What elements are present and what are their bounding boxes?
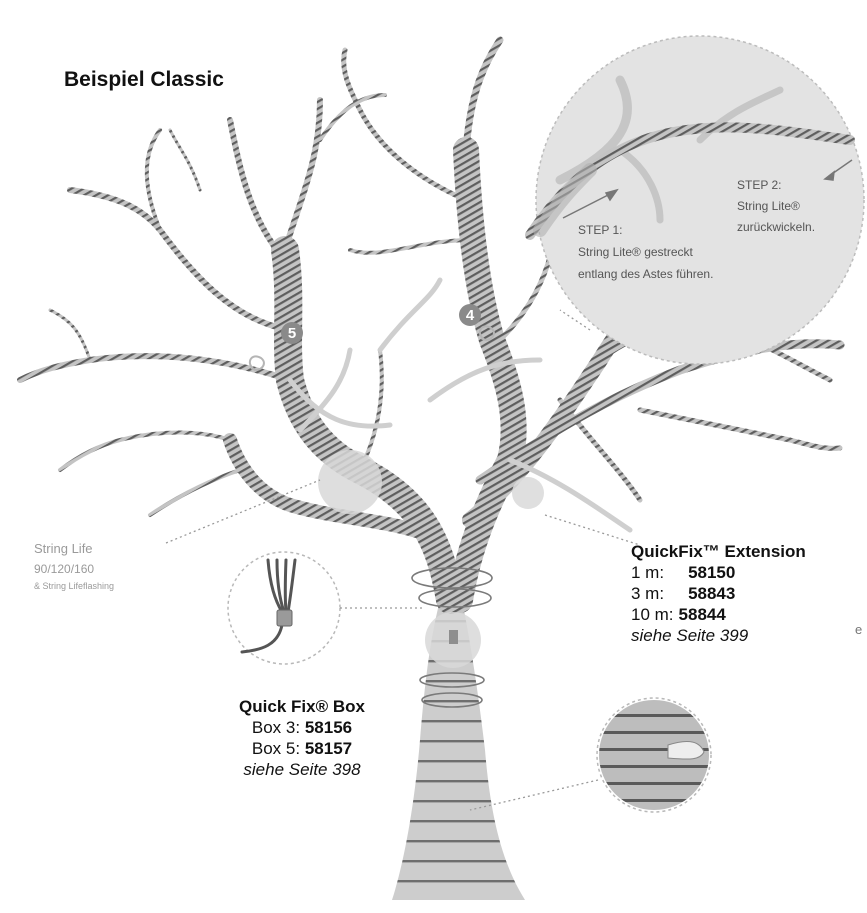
quickfix-extension-label: QuickFix™ Extension 1 m:58150 3 m:58843 … bbox=[631, 542, 806, 646]
main-limbs bbox=[223, 137, 845, 614]
branches bbox=[17, 36, 843, 517]
twigs bbox=[287, 277, 633, 533]
highlight-circle-left bbox=[318, 450, 382, 514]
badge-4: 4 bbox=[459, 304, 481, 326]
extension-code: 58844 bbox=[678, 605, 726, 624]
step2-line1: String Lite® bbox=[737, 199, 800, 213]
box-page-ref: siehe Seite 398 bbox=[243, 760, 361, 779]
quickfix-box-on-trunk bbox=[449, 630, 458, 644]
step1-heading: STEP 1: bbox=[578, 223, 622, 237]
extension-code: 58150 bbox=[688, 563, 736, 582]
tree-trunk bbox=[392, 600, 525, 900]
step2-heading: STEP 2: bbox=[737, 178, 781, 192]
box-size: Box 3: bbox=[251, 718, 301, 737]
badge-5-label: 5 bbox=[288, 325, 296, 342]
quickfix-extension-heading: QuickFix™ Extension bbox=[631, 542, 806, 561]
edge-text-fragment: e bbox=[855, 622, 863, 637]
box-size: Box 5: bbox=[251, 739, 301, 758]
step1-line1: String Lite® gestreckt bbox=[578, 245, 694, 259]
quickfix-box-label: Quick Fix® Box Box 3: 58156 Box 5: 58157… bbox=[222, 697, 382, 780]
box-row: Box 3: 58156 bbox=[222, 717, 382, 738]
step-callout: STEP 1: String Lite® gestreckt entlang d… bbox=[525, 35, 865, 365]
extension-row: 3 m: 58843 bbox=[631, 583, 806, 604]
step1-line2: entlang des Astes führen. bbox=[578, 267, 713, 281]
string-life-line3: & String Lifeflashing bbox=[34, 581, 114, 591]
badge-4-label: 4 bbox=[466, 307, 475, 324]
step2-line2: zurückwickeln. bbox=[737, 220, 815, 234]
extension-length: 3 m: bbox=[631, 584, 665, 603]
quickfix-box-heading: Quick Fix® Box bbox=[239, 697, 365, 716]
extension-code: 58843 bbox=[688, 584, 736, 603]
extension-length: 10 m: bbox=[631, 605, 674, 624]
string-life-line2: 90/120/160 bbox=[34, 562, 94, 576]
extension-row: 1 m: 58150 bbox=[631, 562, 806, 583]
box-row: Box 5: 58157 bbox=[222, 738, 382, 759]
badge-5: 5 bbox=[281, 322, 303, 344]
box-code: 58157 bbox=[304, 739, 353, 758]
highlight-circle-right bbox=[512, 477, 544, 509]
trunk-wrap-swirl bbox=[411, 567, 493, 708]
extension-length: 1 m: bbox=[631, 563, 665, 582]
curl-markers bbox=[248, 325, 495, 371]
box-code: 58156 bbox=[304, 718, 353, 737]
extension-row: 10 m:58844 bbox=[631, 604, 806, 625]
extension-page-ref: siehe Seite 399 bbox=[631, 626, 749, 645]
page-title: Beispiel Classic bbox=[64, 68, 224, 91]
string-life-line1: String Life bbox=[34, 541, 93, 556]
leader-lines bbox=[165, 309, 641, 546]
trunk-zoom-callout bbox=[469, 697, 712, 813]
quickfix-box-callout bbox=[227, 551, 425, 665]
